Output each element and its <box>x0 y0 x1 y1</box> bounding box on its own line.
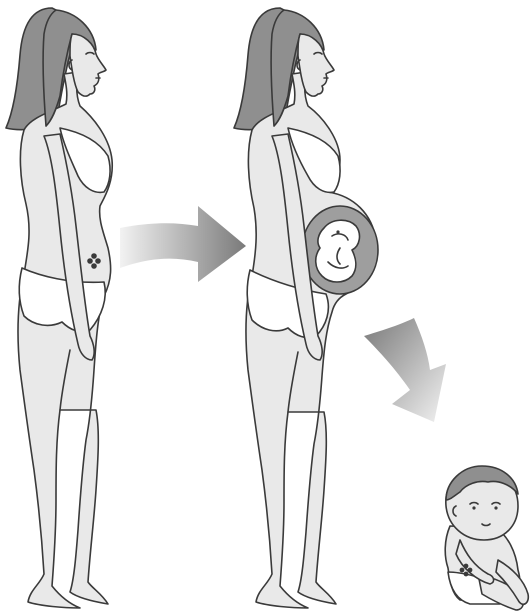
woman-before-pregnancy-figure <box>6 8 112 608</box>
fetus-icon <box>316 220 360 282</box>
face <box>70 34 106 96</box>
pregnant-woman-figure <box>234 8 378 608</box>
face <box>298 34 334 96</box>
arrow-down-right-icon <box>364 318 446 422</box>
arrow-right-icon <box>120 206 246 282</box>
baby-figure <box>445 466 528 610</box>
